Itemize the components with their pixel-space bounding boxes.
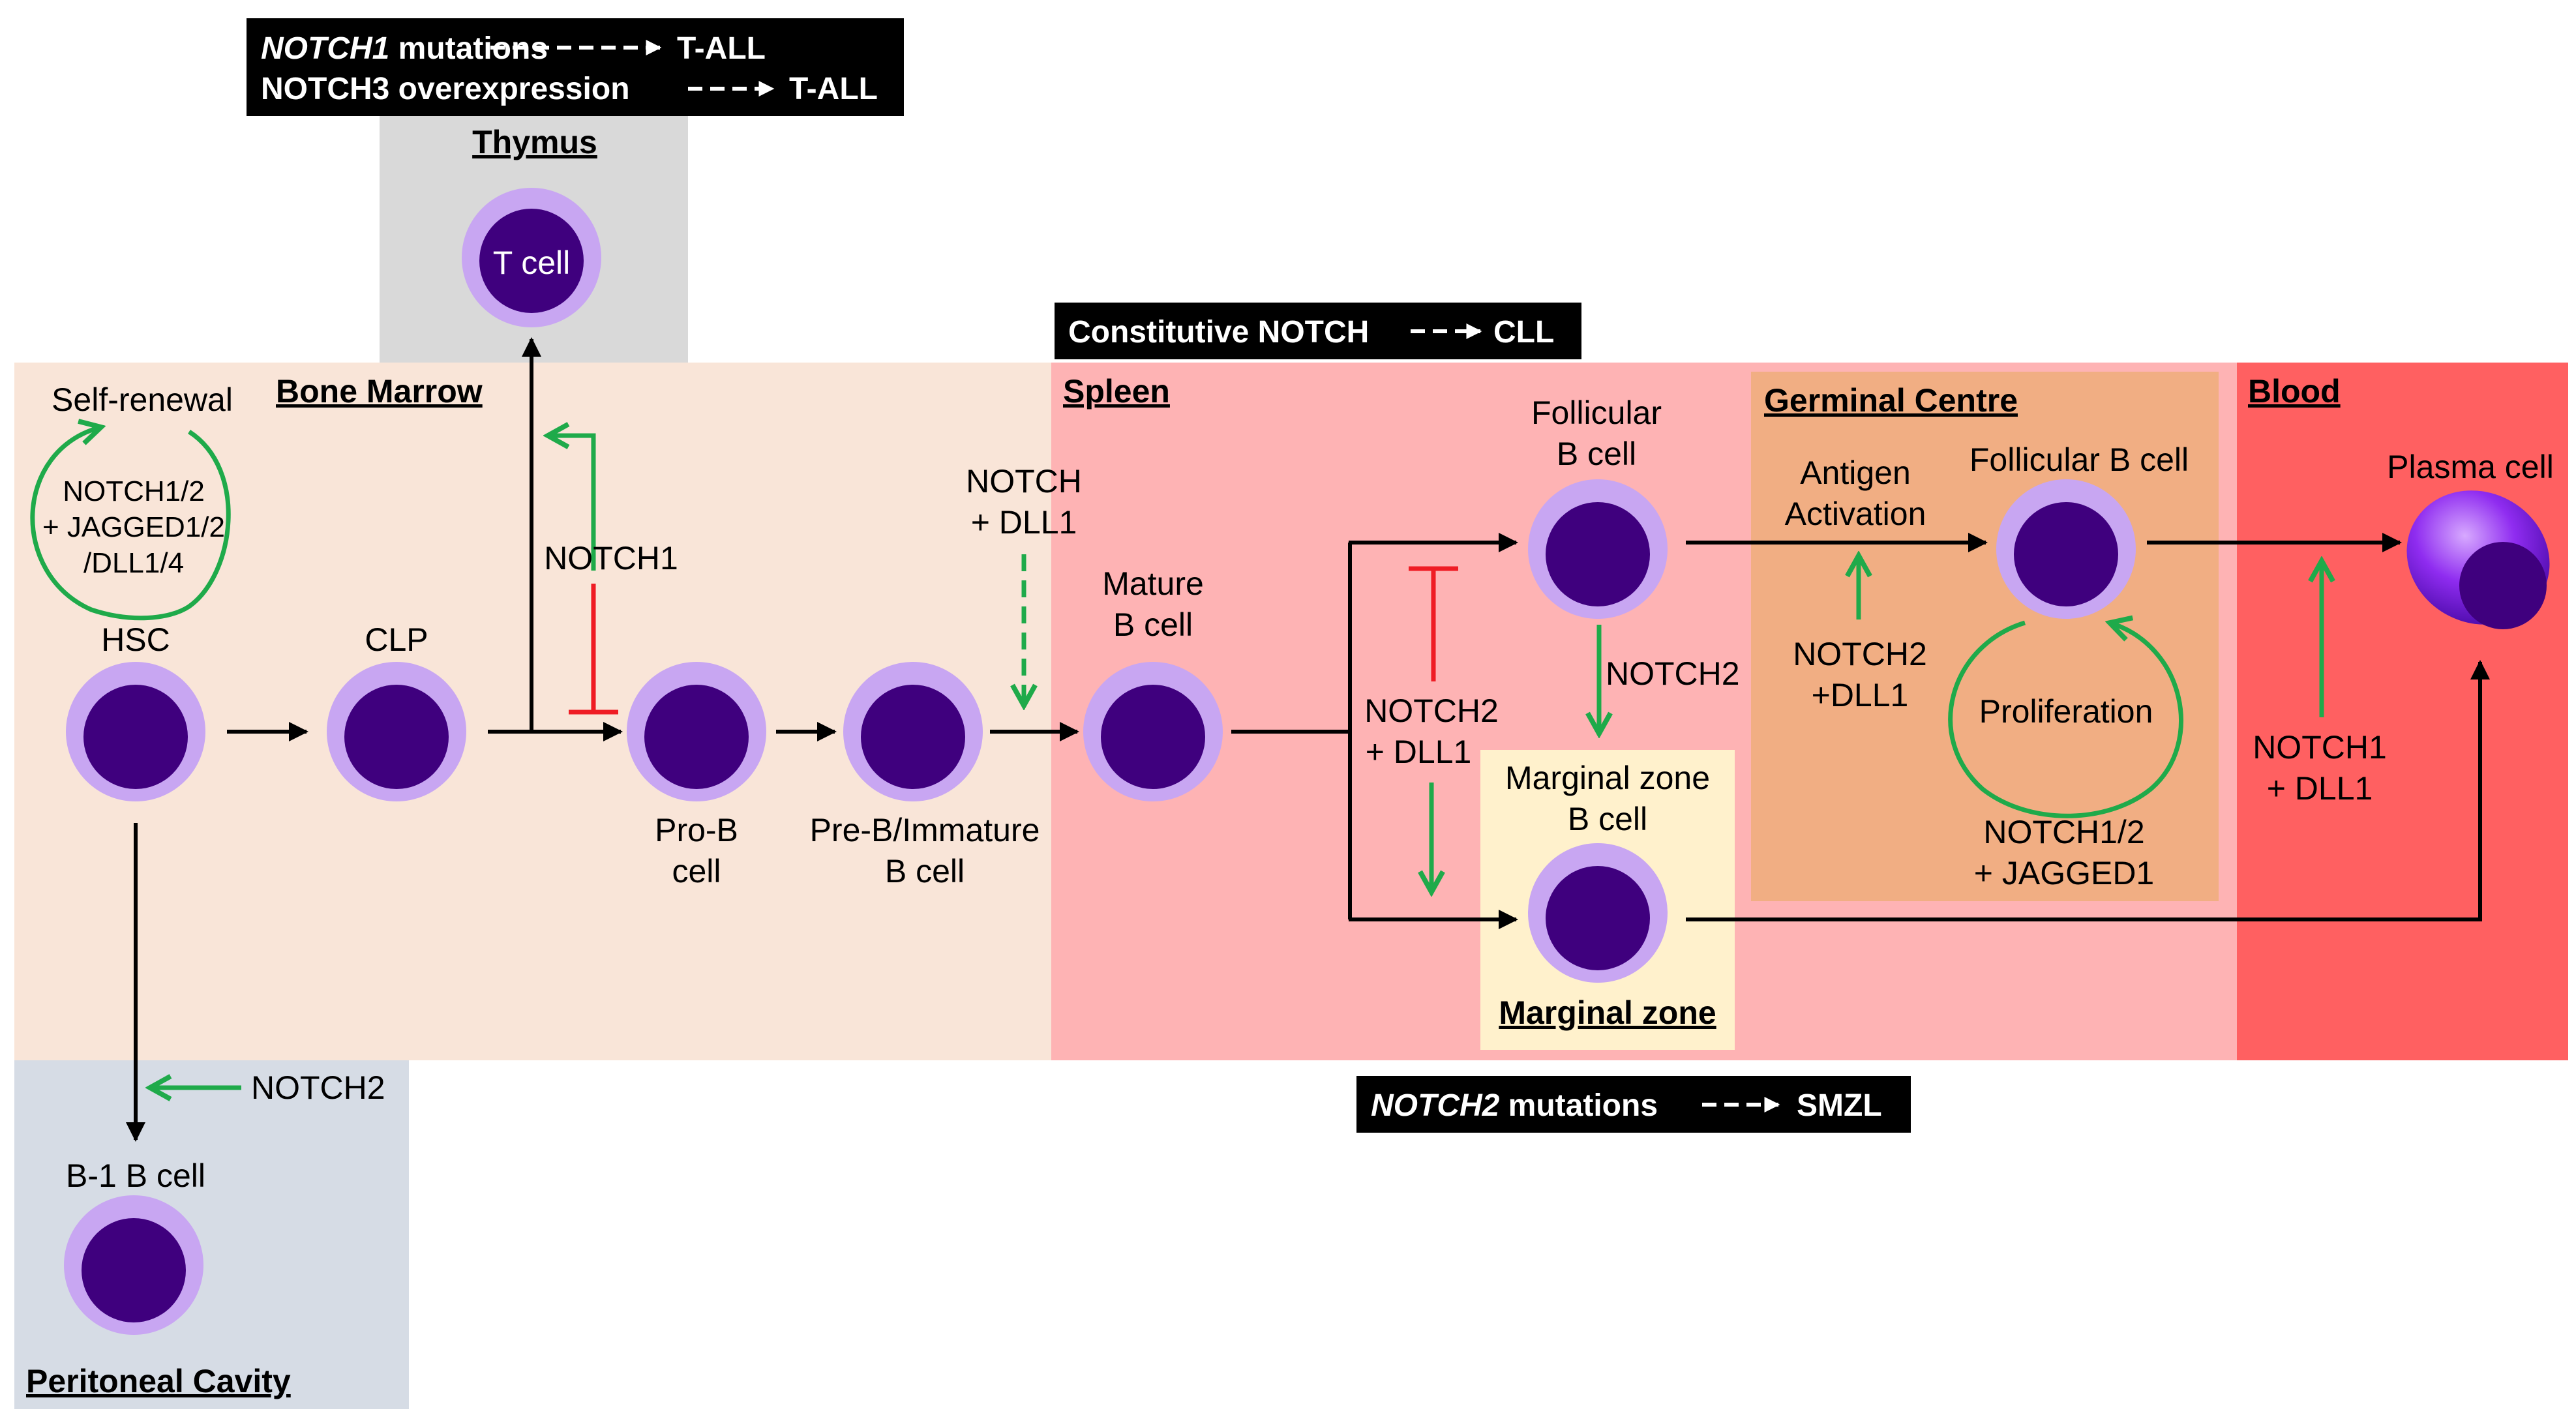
mz-b-label-line2: B cell	[1568, 801, 1647, 837]
svg-text:CLL: CLL	[1493, 315, 1554, 350]
proliferation-label: Proliferation	[1979, 693, 2153, 730]
pre-b-label-line1: Pre-B/Immature	[810, 812, 1040, 848]
pre-b-cell	[843, 662, 983, 801]
gc-notch-label-line1: NOTCH1/2	[1983, 814, 2144, 850]
b1-label: B-1 B cell	[66, 1157, 205, 1194]
notch2-dll1-mz-label-line2: + DLL1	[1366, 734, 1472, 770]
clp-cell	[327, 662, 466, 801]
follicular-b-label-line1: Follicular	[1531, 395, 1662, 431]
self-renewal-label: Self-renewal	[52, 381, 233, 418]
mature-b-label-line2: B cell	[1113, 606, 1193, 643]
marginal-zone-label: Marginal zone	[1499, 994, 1716, 1031]
pre-b-label-line2: B cell	[885, 853, 965, 889]
hsc-notch-label-line2: + JAGGED1/2	[42, 511, 225, 543]
notch2-gc-label-line1: NOTCH2	[1793, 636, 1927, 672]
antigen-activation-line2: Activation	[1785, 496, 1926, 532]
notch2-fo-mz-label: NOTCH2	[1606, 655, 1740, 692]
svg-text:NOTCH1 mutations: NOTCH1 mutations	[261, 31, 548, 66]
mz-to-plasma-arrow	[1686, 660, 2490, 921]
notch2-inhibition-bar	[1409, 566, 1458, 681]
blood-region	[2237, 363, 2568, 1060]
clp-label: CLP	[365, 621, 428, 658]
svg-text:SMZL: SMZL	[1797, 1088, 1882, 1123]
follicular-b-label-line2: B cell	[1557, 436, 1636, 472]
notch2-b1-label: NOTCH2	[251, 1069, 385, 1106]
svg-text:T-ALL: T-ALL	[677, 31, 766, 66]
notch2-dll1-mz-label-line1: NOTCH2	[1364, 693, 1499, 729]
hsc-cell	[66, 662, 205, 801]
mature-b-cell	[1083, 662, 1223, 801]
hsc-notch-label-line1: NOTCH1/2	[63, 475, 205, 507]
thymus-label: Thymus	[472, 124, 597, 160]
blood-label: Blood	[2248, 373, 2341, 410]
svg-text:T-ALL: T-ALL	[789, 72, 878, 106]
gc-follicular-label: Follicular B cell	[1969, 441, 2189, 478]
svg-text:Constitutive NOTCH: Constitutive NOTCH	[1068, 315, 1369, 350]
hsc-notch-label-line3: /DLL1/4	[83, 547, 184, 579]
notch1-plasma-label-line1: NOTCH1	[2253, 729, 2387, 766]
spleen-label: Spleen	[1063, 373, 1170, 410]
notch-signal-arrows	[30, 427, 2322, 1088]
notch1-t-label: NOTCH1	[544, 540, 678, 576]
t-all-callout: NOTCH1 mutations T-ALL NOTCH3 overexpres…	[247, 18, 904, 116]
hsc-label: HSC	[101, 621, 170, 658]
germinal-centre-label: Germinal Centre	[1764, 382, 2018, 419]
gc-notch-label-line2: + JAGGED1	[1974, 855, 2155, 891]
plasma-cell	[2406, 490, 2550, 629]
pro-b-label-line2: cell	[672, 853, 721, 889]
notch1-plasma-label-line2: + DLL1	[2267, 770, 2373, 807]
proliferation-loop-arrow	[1948, 623, 2183, 818]
marginal-zone-b-cell	[1528, 843, 1668, 983]
self-renewal-loop-arrow	[30, 427, 231, 621]
notch1-inhibition-bar	[569, 584, 618, 715]
cll-callout: Constitutive NOTCH CLL	[1055, 303, 1581, 359]
b1-b-cell	[64, 1195, 203, 1335]
svg-text:NOTCH3 overexpression: NOTCH3 overexpression	[261, 72, 630, 106]
peritoneal-cavity-label: Peritoneal Cavity	[26, 1363, 291, 1399]
pro-b-label-line1: Pro-B	[655, 812, 738, 848]
bone-marrow-label: Bone Marrow	[276, 373, 483, 410]
development-arrows	[126, 337, 2490, 1142]
antigen-activation-line1: Antigen	[1800, 455, 1911, 491]
gc-follicular-b-cell	[1996, 479, 2136, 619]
mz-b-label-line1: Marginal zone	[1505, 760, 1710, 796]
notch-dll1-label-line2: + DLL1	[971, 504, 1077, 541]
mature-b-label-line1: Mature	[1102, 565, 1204, 602]
pro-b-cell	[627, 662, 766, 801]
notch2-gc-label-line2: +DLL1	[1812, 677, 1909, 713]
plasma-cell-label: Plasma cell	[2387, 449, 2554, 485]
smzl-callout: NOTCH2 mutations SMZL	[1356, 1076, 1911, 1133]
svg-text:T cell: T cell	[493, 245, 571, 281]
follicular-b-cell	[1528, 479, 1668, 619]
notch1-t-cell-arrow	[548, 436, 596, 571]
t-cell: T cell	[462, 188, 601, 327]
svg-text:NOTCH2 mutations: NOTCH2 mutations	[1371, 1088, 1658, 1123]
notch-dll1-label-line1: NOTCH	[966, 463, 1082, 500]
